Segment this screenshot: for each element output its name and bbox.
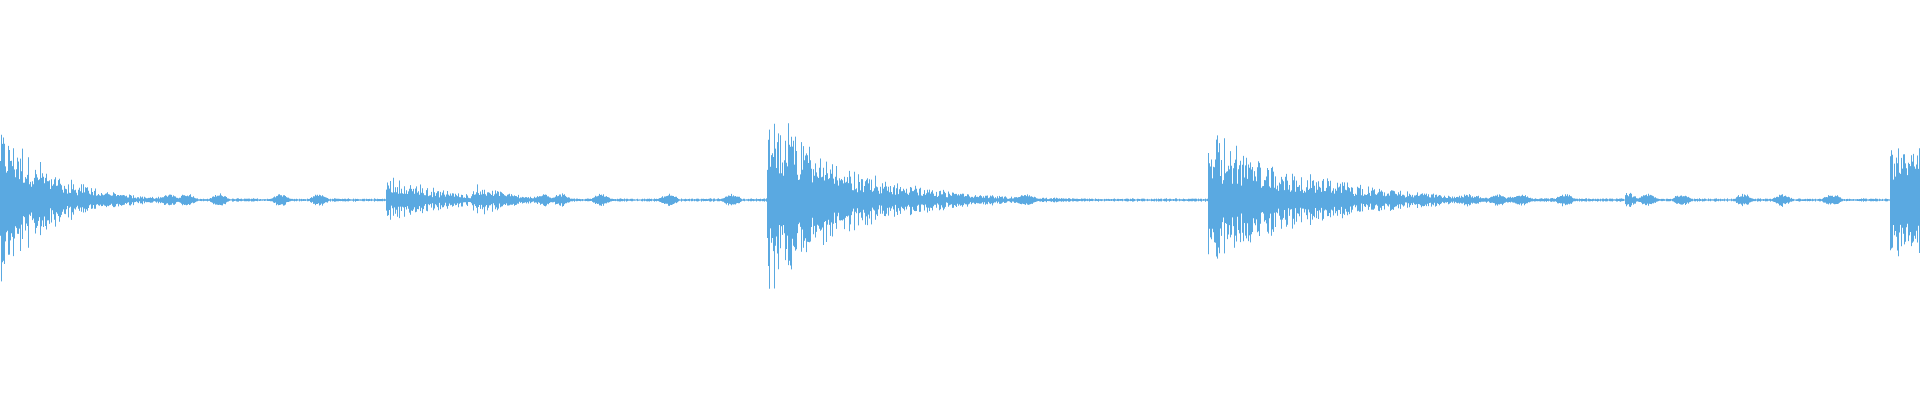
- waveform-samples: [0, 123, 1920, 289]
